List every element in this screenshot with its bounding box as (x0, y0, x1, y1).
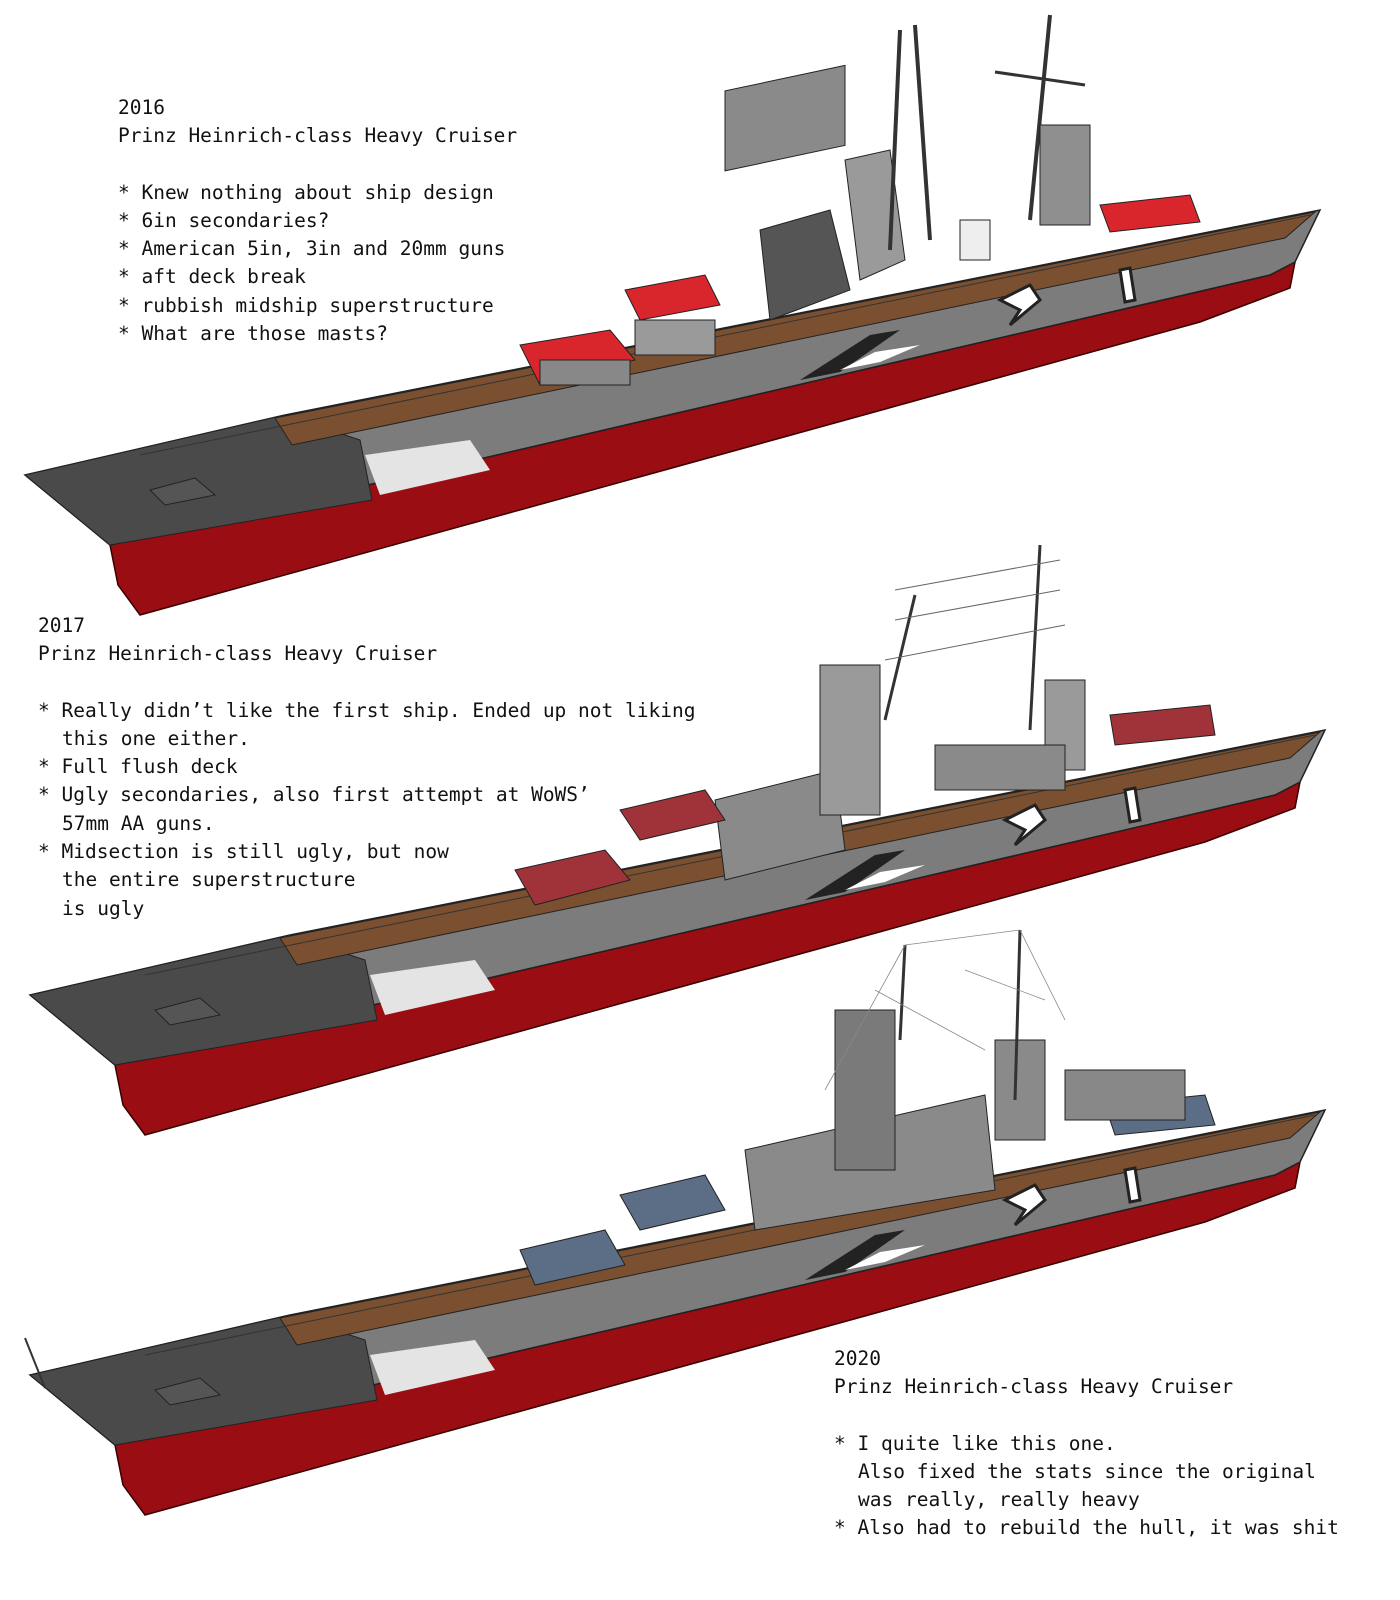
note-title: Prinz Heinrich-class Heavy Cruiser (38, 642, 438, 666)
note-title: Prinz Heinrich-class Heavy Cruiser (118, 124, 518, 148)
ship-2017 (28, 544, 1327, 1137)
note-bullet-cont: this one either. (62, 726, 250, 750)
ship-2016 (23, 14, 1322, 617)
note-2016: 2016 Prinz Heinrich-class Heavy Cruiser … (118, 94, 517, 348)
note-bullet: * Midsection is still ugly, but now (38, 840, 449, 864)
note-year: 2017 (38, 614, 85, 637)
note-bullet-cont: 57mm AA guns. (62, 811, 215, 835)
ship-2020 (24, 929, 1327, 1517)
note-bullet: * 6in secondaries? (118, 208, 330, 232)
note-bullet-cont: Also fixed the stats since the original (858, 1459, 1316, 1483)
note-bullet-cont: was really, really heavy (858, 1488, 1140, 1512)
note-bullet: * Knew nothing about ship design (118, 180, 494, 204)
note-bullet: * Full flush deck (38, 755, 238, 779)
note-year: 2016 (118, 96, 165, 119)
note-title: Prinz Heinrich-class Heavy Cruiser (834, 1375, 1234, 1399)
note-bullet: * Ugly secondaries, also first attempt a… (38, 783, 590, 807)
note-bullet: * Really didn’t like the first ship. End… (38, 698, 696, 722)
note-2020: 2020 Prinz Heinrich-class Heavy Cruiser … (834, 1345, 1339, 1543)
note-bullet: * rubbish midship superstructure (118, 293, 494, 317)
note-bullet: * American 5in, 3in and 20mm guns (118, 237, 506, 261)
note-bullet: * Also had to rebuild the hull, it was s… (834, 1516, 1339, 1540)
note-bullet-cont: the entire superstructure (62, 868, 356, 892)
note-bullet: * I quite like this one. (834, 1431, 1116, 1455)
note-bullet-cont: is ugly (62, 896, 145, 920)
note-bullet: * What are those masts? (118, 322, 389, 346)
note-bullet: * aft deck break (118, 265, 306, 289)
note-year: 2020 (834, 1347, 881, 1370)
note-2017: 2017 Prinz Heinrich-class Heavy Cruiser … (38, 612, 695, 923)
